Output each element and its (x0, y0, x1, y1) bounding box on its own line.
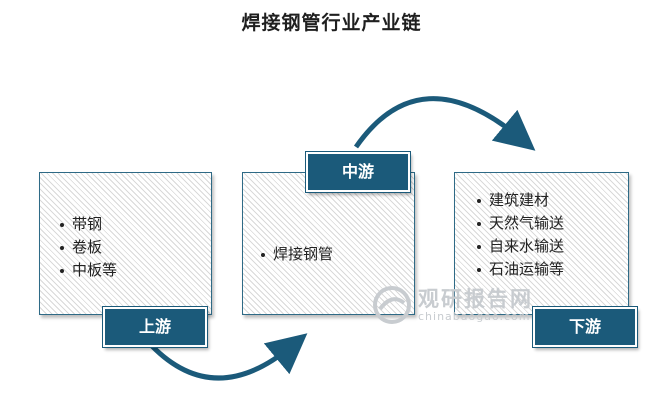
arrow-midstream-to-downstream (353, 96, 536, 151)
watermark-logo-icon (373, 286, 411, 324)
upstream-list: 带钢 卷板 中板等 (58, 213, 117, 282)
page-title: 焊接钢管行业产业链 (241, 12, 422, 34)
arrow-upstream-to-midstream (150, 333, 308, 381)
list-item: 建筑建材 (475, 189, 564, 212)
watermark-text-cn: 观研报告网 (418, 286, 533, 311)
list-item: 带钢 (58, 213, 117, 236)
watermark-text-en: chinabaogao.com (418, 310, 531, 323)
upstream-tag: 上游 (103, 307, 207, 347)
list-item: 自来水输送 (475, 235, 564, 258)
upstream-panel: 带钢 卷板 中板等 (39, 172, 212, 315)
list-item: 天然气输送 (475, 212, 564, 235)
midstream-tag: 中游 (306, 152, 410, 192)
list-item: 中板等 (58, 259, 117, 282)
list-item: 焊接钢管 (259, 243, 333, 266)
list-item: 石油运输等 (475, 258, 564, 281)
list-item: 卷板 (58, 236, 117, 259)
downstream-list: 建筑建材 天然气输送 自来水输送 石油运输等 (475, 189, 564, 281)
midstream-panel: 焊接钢管 (242, 172, 415, 315)
downstream-tag: 下游 (533, 307, 637, 347)
midstream-list: 焊接钢管 (259, 243, 333, 266)
downstream-panel: 建筑建材 天然气输送 自来水输送 石油运输等 (454, 172, 629, 315)
